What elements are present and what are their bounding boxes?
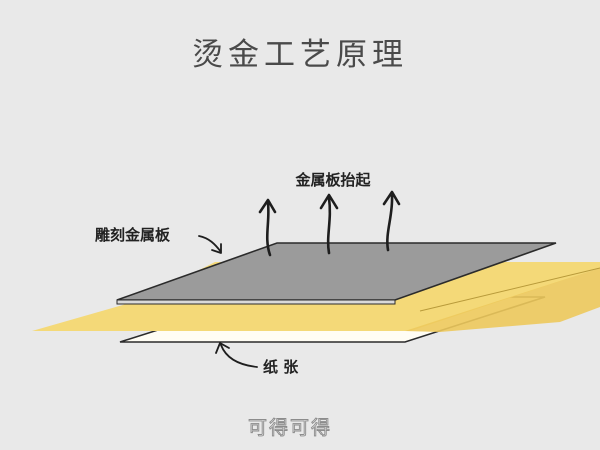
gold-foil-shadow bbox=[405, 268, 600, 332]
arrow-pointer-icon bbox=[198, 235, 222, 254]
lift-label: 金属板抬起 bbox=[294, 171, 371, 189]
arrow-up-icon bbox=[382, 190, 401, 252]
plate-label: 雕刻金属板 bbox=[95, 226, 171, 244]
paper-label: 纸 张 bbox=[263, 358, 299, 376]
watermark: 可得可得 bbox=[248, 417, 332, 439]
arrow-up-icon bbox=[258, 198, 277, 257]
arrow-pointer-icon bbox=[215, 342, 258, 368]
foil-fold-line bbox=[419, 267, 600, 312]
diagram-title: 烫金工艺原理 bbox=[192, 37, 408, 73]
metal-plate-edge bbox=[116, 299, 396, 305]
arrow-up-icon bbox=[319, 193, 339, 255]
lift-arrows bbox=[258, 190, 401, 257]
